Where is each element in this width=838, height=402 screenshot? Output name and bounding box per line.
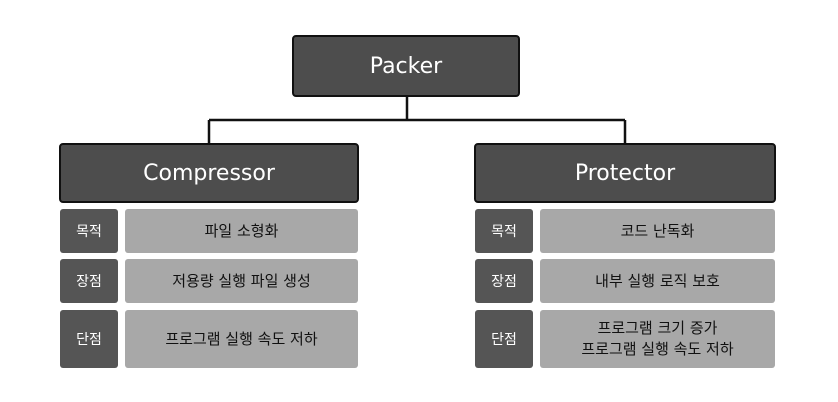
compressor-advantage-tag: 장점 bbox=[60, 259, 118, 303]
protector-node: Protector bbox=[474, 143, 776, 203]
protector-purpose-tag: 목적 bbox=[475, 209, 533, 253]
packer-node: Packer bbox=[292, 35, 520, 97]
protector-advantage-value: 내부 실행 로직 보호 bbox=[540, 259, 775, 303]
compressor-label: Compressor bbox=[143, 160, 275, 186]
compressor-advantage-value: 저용량 실행 파일 생성 bbox=[125, 259, 358, 303]
compressor-disadvantage-tag: 단점 bbox=[60, 310, 118, 368]
protector-purpose-value: 코드 난독화 bbox=[540, 209, 775, 253]
compressor-purpose-value: 파일 소형화 bbox=[125, 209, 358, 253]
packer-label: Packer bbox=[369, 53, 443, 79]
protector-disadvantage-value: 프로그램 크기 증가 프로그램 실행 속도 저하 bbox=[540, 310, 775, 368]
compressor-purpose-tag: 목적 bbox=[60, 209, 118, 253]
protector-advantage-tag: 장점 bbox=[475, 259, 533, 303]
compressor-disadvantage-value: 프로그램 실행 속도 저하 bbox=[125, 310, 358, 368]
protector-label: Protector bbox=[574, 160, 676, 186]
protector-disadvantage-tag: 단점 bbox=[475, 310, 533, 368]
compressor-node: Compressor bbox=[59, 143, 359, 203]
